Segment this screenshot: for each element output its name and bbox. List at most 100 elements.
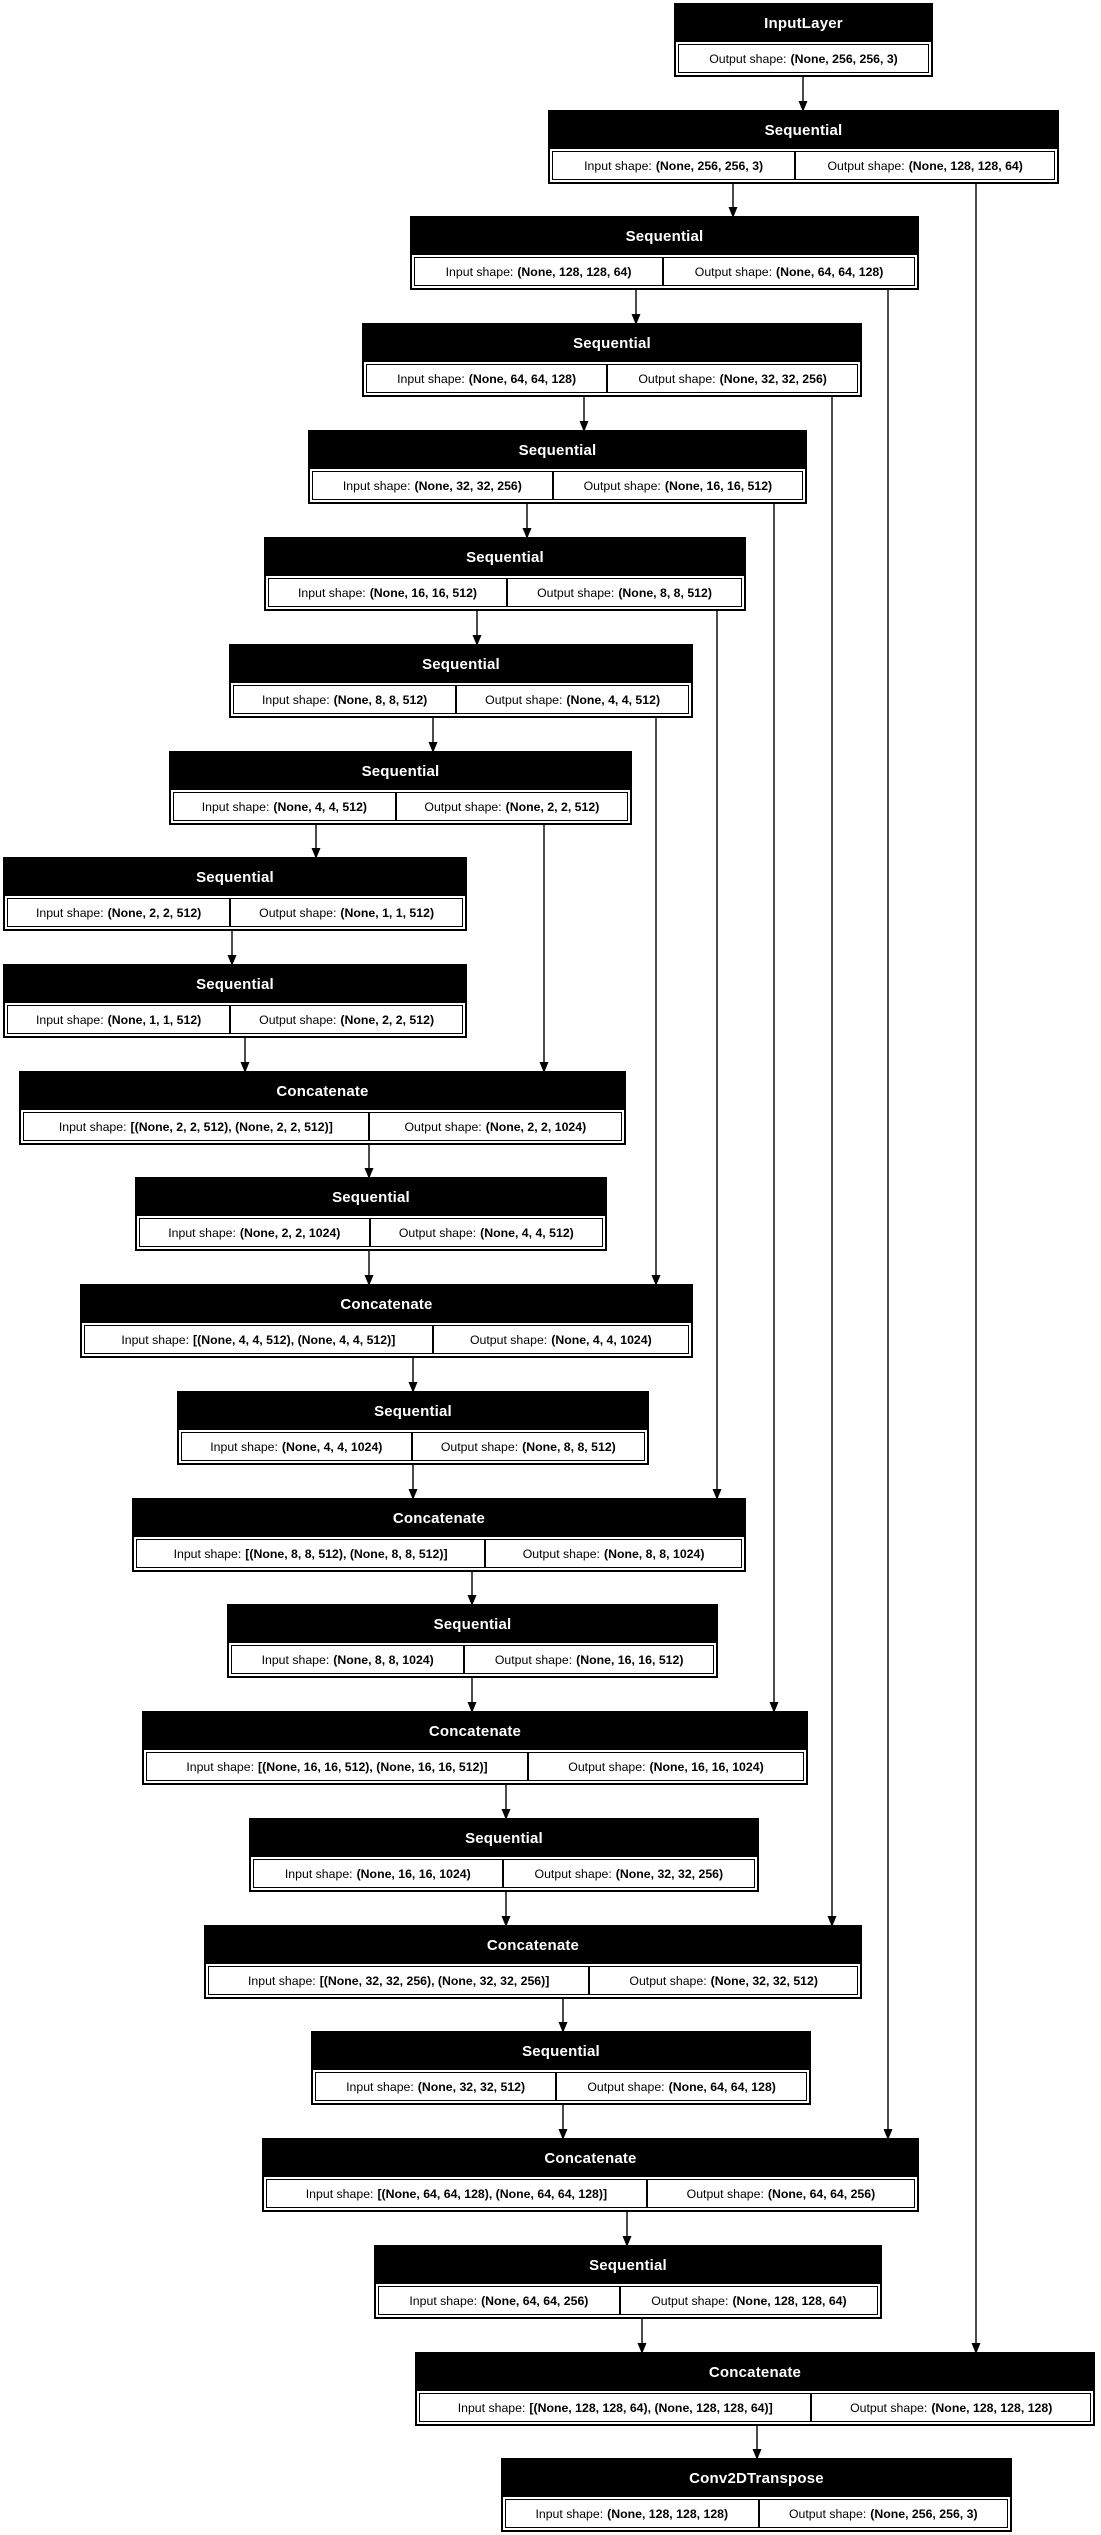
output-shape-cell: Output shape:(None, 8, 8, 1024)	[484, 1539, 743, 1568]
shape-value: (None, 32, 32, 512)	[417, 2079, 526, 2094]
shape-label: Output shape:	[522, 1546, 600, 1561]
output-shape-cell: Output shape:(None, 32, 32, 256)	[501, 1859, 756, 1888]
shape-label: Output shape:	[494, 1652, 573, 1667]
layer-title: Sequential	[179, 1393, 647, 1430]
shape-cells-row: Input shape:[(None, 4, 4, 512), (None, 4…	[82, 1323, 691, 1356]
shape-cells-row: Input shape:(None, 2, 2, 512)Output shap…	[5, 896, 465, 929]
shape-label: Input shape:	[168, 1225, 236, 1240]
shape-value: (None, 8, 8, 1024)	[333, 1652, 434, 1667]
input-shape-cell: Input shape:[(None, 2, 2, 512), (None, 2…	[23, 1112, 369, 1141]
shape-label: Output shape:	[440, 1439, 519, 1454]
shape-label: Output shape:	[568, 1759, 646, 1774]
layer-title: Sequential	[266, 539, 744, 576]
shape-label: Input shape:	[201, 799, 270, 814]
shape-label: Input shape:	[173, 1546, 242, 1561]
input-shape-cell: Input shape:(None, 4, 4, 512)	[173, 792, 396, 821]
shape-value: [(None, 64, 64, 128), (None, 64, 64, 128…	[377, 2186, 608, 2201]
output-shape-cell: Output shape:(None, 4, 4, 512)	[368, 1218, 603, 1247]
shape-label: Input shape:	[35, 905, 104, 920]
shape-value: [(None, 8, 8, 512), (None, 8, 8, 512)]	[245, 1546, 448, 1561]
output-shape-cell: Output shape:(None, 256, 256, 3)	[678, 44, 929, 73]
shape-cells-row: Input shape:[(None, 2, 2, 512), (None, 2…	[21, 1110, 624, 1143]
shape-label: Output shape:	[629, 1973, 707, 1988]
output-shape-cell: Output shape:(None, 2, 2, 512)	[394, 792, 629, 821]
input-shape-cell: Input shape:(None, 32, 32, 512)	[315, 2072, 557, 2101]
shape-label: Input shape:	[409, 2293, 478, 2308]
shape-value: (None, 16, 16, 512)	[576, 1652, 684, 1667]
shape-cells-row: Input shape:(None, 2, 2, 1024) Output sha…	[137, 1216, 605, 1249]
shape-value: (None, 64, 64, 128)	[468, 371, 577, 386]
shape-value: (None, 8, 8, 512)	[333, 692, 428, 707]
shape-cells-row: Input shape:[(None, 16, 16, 512), (None,…	[144, 1750, 806, 1783]
shape-label: Output shape:	[424, 799, 502, 814]
shape-cells-row: Input shape:(None, 16, 16, 1024)Output s…	[251, 1857, 757, 1890]
shape-label: Input shape:	[35, 1012, 104, 1027]
shape-cells-row: Input shape:[(None, 64, 64, 128), (None,…	[264, 2177, 917, 2210]
shape-cells-row: Input shape:(None, 32, 32, 256)Output sh…	[310, 469, 805, 502]
shape-label: Output shape:	[638, 371, 716, 386]
shape-value: (None, 128, 128, 128)	[607, 2506, 729, 2521]
shape-value: [(None, 2, 2, 512), (None, 2, 2, 512)]	[130, 1119, 333, 1134]
shape-value: [(None, 128, 128, 64), (None, 128, 128, …	[529, 2400, 773, 2415]
input-shape-cell: Input shape:[(None, 8, 8, 512), (None, 8…	[136, 1539, 486, 1568]
layer-title: Concatenate	[144, 1713, 806, 1750]
shape-cells-row: Input shape:(None, 1, 1, 512)Output shap…	[5, 1003, 465, 1036]
layer-title: Sequential	[310, 432, 805, 469]
shape-value: [(None, 16, 16, 512), (None, 16, 16, 512…	[258, 1759, 488, 1774]
input-shape-cell: Input shape:(None, 16, 16, 1024)	[253, 1859, 503, 1888]
output-shape-cell: Output shape:(None, 32, 32, 512)	[588, 1966, 858, 1995]
shape-value: (None, 64, 64, 256)	[481, 2293, 589, 2308]
shape-value: (None, 256, 256, 3)	[870, 2506, 978, 2521]
shape-value: (None, 32, 32, 256)	[719, 371, 827, 386]
shape-value: (None, 1, 1, 512)	[107, 1012, 202, 1027]
shape-value: (None, 16, 16, 512)	[664, 478, 773, 493]
shape-label: Output shape:	[587, 2079, 665, 2094]
shape-value: (None, 32, 32, 256)	[414, 478, 522, 493]
shape-value: (None, 8, 8, 512)	[618, 585, 712, 600]
shape-value: (None, 4, 4, 512)	[566, 692, 661, 707]
shape-label: Output shape:	[850, 2400, 928, 2415]
input-shape-cell: Input shape:(None, 8, 8, 512)	[233, 685, 457, 714]
shape-cells-row: Input shape:(None, 32, 32, 512) Output sh…	[313, 2070, 809, 2103]
layer-title: Sequential	[313, 2033, 809, 2070]
layer-title: Sequential	[251, 1820, 757, 1857]
shape-label: Output shape:	[827, 158, 905, 173]
shape-value: (None, 2, 2, 1024)	[239, 1225, 341, 1240]
shape-cells-row: Input shape:(None, 8, 8, 512)Output shap…	[231, 683, 691, 716]
shape-value: (None, 256, 256, 3)	[655, 158, 764, 173]
shape-value: (None, 4, 4, 512)	[480, 1225, 574, 1240]
shape-label: Output shape:	[404, 1119, 482, 1134]
shape-label: Input shape:	[284, 1866, 353, 1881]
shape-value: (None, 4, 4, 1024)	[281, 1439, 383, 1454]
layer-title: Sequential	[550, 112, 1057, 149]
shape-value: (None, 128, 128, 64)	[908, 158, 1023, 173]
input-shape-cell: Input shape:(None, 128, 128, 128)	[505, 2499, 759, 2528]
shape-label: Output shape:	[537, 585, 615, 600]
input-shape-cell: Input shape:(None, 1, 1, 512)	[7, 1005, 231, 1034]
layer-title: Sequential	[412, 218, 917, 255]
shape-label: Input shape:	[457, 2400, 526, 2415]
shape-value: (None, 4, 4, 1024)	[551, 1332, 652, 1347]
shape-cells-row: Input shape:(None, 128, 128, 128)Output …	[503, 2497, 1010, 2530]
input-shape-cell: Input shape:(None, 64, 64, 128)	[366, 364, 608, 393]
layer-title: Sequential	[364, 325, 860, 362]
shape-value: (None, 2, 2, 512)	[505, 799, 600, 814]
input-shape-cell: Input shape:(None, 2, 2, 512)	[7, 898, 231, 927]
shape-cells-row: Input shape:(None, 128, 128, 64)Output s…	[412, 255, 917, 288]
shape-label: Input shape:	[584, 158, 652, 173]
output-shape-cell: Output shape:(None, 4, 4, 512)	[455, 685, 690, 714]
